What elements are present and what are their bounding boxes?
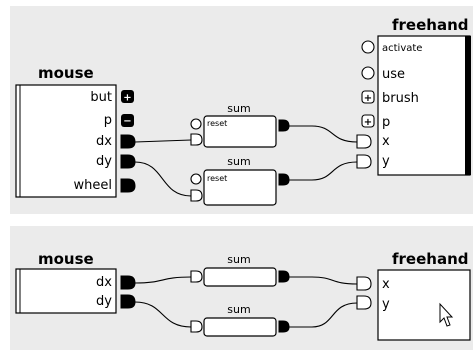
top-sum-2-in-port[interactable] — [190, 189, 203, 202]
bottom-mouse-port-dx: dx — [96, 275, 112, 290]
bottom-mouse-box — [15, 268, 117, 314]
top-mouse-port-wheel: wheel — [74, 178, 112, 193]
top-freehand-title: freehand — [392, 16, 469, 34]
bottom-wires — [134, 276, 358, 328]
bottom-sum-2-box — [203, 317, 277, 337]
top-wire-sum1-to-x[interactable] — [289, 125, 358, 143]
top-mouse-title: mouse — [38, 64, 94, 82]
top-sum-1-reset-label: reset — [207, 119, 227, 128]
plus-icon: + — [364, 93, 372, 104]
bottom-freehand-port-x: x — [382, 277, 390, 292]
plus-icon[interactable] — [121, 90, 134, 103]
minus-icon[interactable] — [121, 114, 134, 127]
mouse-pointer-icon — [439, 302, 454, 327]
top-freehand-port-activate: activate — [382, 43, 422, 54]
bottom-mouse-dy-out-port[interactable] — [120, 294, 136, 309]
bottom-sum-1-label: sum — [227, 253, 250, 266]
top-sum-2-label: sum — [227, 155, 250, 168]
bottom-sum-node-2[interactable]: sum — [190, 303, 290, 337]
top-freehand-y-port[interactable] — [356, 154, 372, 169]
top-freehand-brush-port[interactable] — [361, 90, 375, 104]
top-freehand-box-right-edge — [465, 36, 471, 175]
top-sum-2-out-port[interactable] — [278, 173, 290, 186]
bottom-sum-2-label: sum — [227, 303, 250, 316]
top-sum-1-in-port[interactable] — [190, 133, 203, 146]
top-sum-1-out-port[interactable] — [278, 119, 290, 132]
top-freehand-port-use: use — [382, 67, 405, 82]
bottom-sum-1-in-port[interactable] — [190, 270, 203, 283]
top-sum-2-reset-port[interactable] — [190, 173, 202, 185]
top-sum-2-reset-label: reset — [207, 174, 227, 183]
bottom-freehand-port-y: y — [382, 297, 390, 312]
top-sum-2-box — [203, 169, 277, 206]
plus-icon: + — [364, 117, 372, 128]
bottom-wire-sum2-to-y[interactable] — [289, 302, 358, 328]
top-mouse-outputs: + − — [120, 90, 136, 193]
bottom-mouse-title: mouse — [38, 250, 94, 268]
top-freehand-port-x: x — [382, 134, 390, 149]
bottom-mouse-node[interactable]: mouse dx dy — [15, 250, 136, 314]
top-freehand-p-port[interactable] — [361, 114, 375, 128]
plus-icon-glyph: + — [123, 93, 131, 104]
top-freehand-use-port[interactable] — [361, 66, 375, 80]
top-freehand-activate-port[interactable] — [361, 40, 375, 54]
bottom-sum-1-box — [203, 267, 277, 287]
top-freehand-port-y: y — [382, 154, 390, 169]
minus-icon-glyph: − — [123, 116, 131, 127]
top-wire-dy-to-sum2[interactable] — [134, 161, 192, 197]
top-freehand-x-port[interactable] — [356, 134, 372, 149]
top-freehand-port-p: p — [382, 115, 390, 130]
bottom-wire-sum1-to-x[interactable] — [289, 276, 358, 285]
top-freehand-inputs: + + — [356, 40, 375, 169]
bottom-wire-dx-to-sum1[interactable] — [134, 276, 192, 284]
top-mouse-port-dx: dx — [96, 134, 112, 149]
top-wires — [134, 125, 358, 197]
top-sum-node-1[interactable]: sum reset — [190, 102, 290, 148]
top-mouse-port-dy: dy — [96, 154, 112, 169]
top-wire-sum2-to-y[interactable] — [289, 161, 358, 181]
top-sum-1-box — [203, 115, 277, 148]
top-sum-1-reset-port[interactable] — [190, 118, 202, 130]
bottom-sum-node-1[interactable]: sum — [190, 253, 290, 287]
top-mouse-port-but: but — [90, 90, 112, 105]
bottom-freehand-title: freehand — [392, 250, 469, 268]
top-sum-node-2[interactable]: sum reset — [190, 155, 290, 206]
bottom-freehand-y-port[interactable] — [356, 295, 372, 310]
bottom-sum-1-out-port[interactable] — [278, 270, 290, 283]
top-freehand-box — [377, 35, 471, 176]
top-sum-1-label: sum — [227, 102, 250, 115]
bottom-sum-2-out-port[interactable] — [278, 320, 290, 333]
top-freehand-node[interactable]: freehand activate use brush p x y — [377, 16, 471, 176]
bottom-mouse-dx-out-port[interactable] — [120, 275, 136, 290]
bottom-wire-dy-to-sum2[interactable] — [134, 301, 192, 328]
bottom-sum-2-in-port[interactable] — [190, 320, 203, 333]
top-mouse-box — [15, 84, 117, 198]
bottom-freehand-x-port[interactable] — [356, 276, 372, 291]
bottom-freehand-node[interactable]: freehand x y — [356, 250, 471, 341]
top-mouse-port-p: p — [104, 113, 112, 128]
top-freehand-port-brush: brush — [382, 91, 419, 106]
top-mouse-dx-out-port[interactable] — [120, 134, 136, 149]
top-wire-dx-to-sum1[interactable] — [134, 139, 192, 143]
top-mouse-dy-out-port[interactable] — [120, 154, 136, 169]
top-mouse-wheel-out-port[interactable] — [120, 178, 136, 193]
bottom-freehand-box — [377, 269, 471, 341]
top-mouse-node[interactable]: mouse but p dx dy wheel — [15, 64, 117, 198]
bottom-mouse-port-dy: dy — [96, 294, 112, 309]
